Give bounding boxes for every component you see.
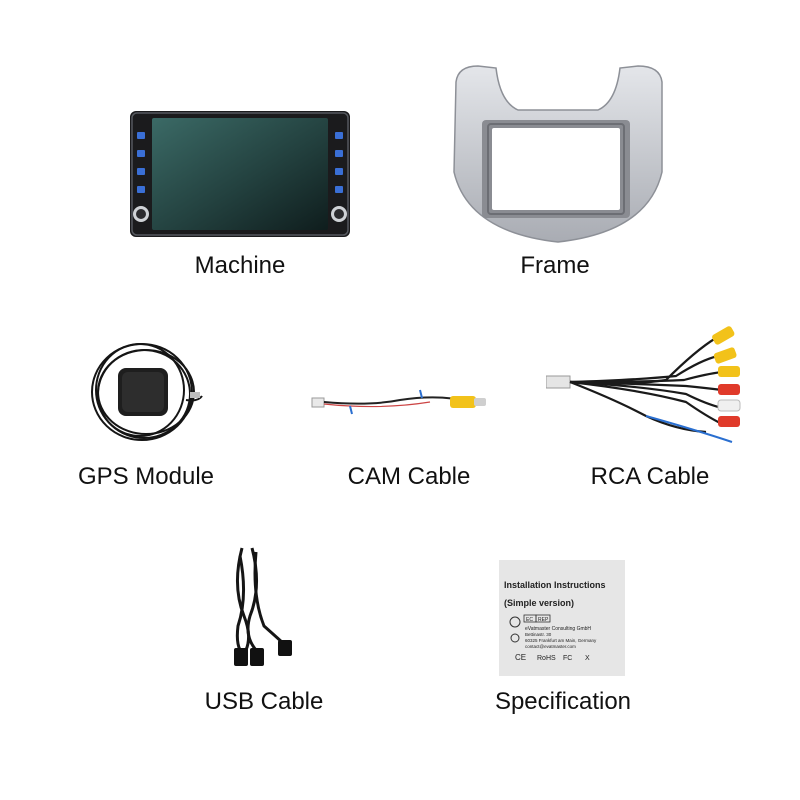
- frame-label: Frame: [520, 252, 590, 279]
- spec-city: 60325 Frankfurt am Main, Germany: [525, 638, 597, 643]
- specification-label: Specification: [494, 688, 632, 715]
- rca-cable-image: [546, 326, 741, 443]
- cam-cable-image: [311, 389, 486, 415]
- spec-mark-ce: CE: [515, 653, 526, 662]
- gps-module-label: GPS Module: [77, 463, 215, 490]
- usb-cable-image: [234, 547, 292, 666]
- spec-email: contact@evatmaster.com: [525, 644, 576, 649]
- gps-module-image: [91, 343, 203, 441]
- usb-cable-label: USB Cable: [204, 688, 324, 715]
- specification-card: Installation Instructions (Simple versio…: [499, 560, 625, 676]
- spec-mark-rohs: RoHS: [537, 655, 556, 662]
- spec-company: eVatmaster Consulting GmbH: [525, 626, 591, 632]
- machine-image: [130, 111, 350, 237]
- recycle-icon: [510, 633, 520, 643]
- cam-cable-label: CAM Cable: [347, 463, 471, 490]
- frame-image: [453, 65, 663, 243]
- rca-cable-label: RCA Cable: [590, 463, 710, 490]
- spec-ec: EC: [526, 617, 533, 623]
- spec-mark-weee: X: [585, 655, 590, 662]
- machine-label: Machine: [194, 252, 286, 279]
- spec-rep: REP: [538, 617, 549, 623]
- spec-mark-fc: FC: [563, 655, 572, 662]
- spec-subtitle: (Simple version): [504, 598, 574, 608]
- spec-title: Installation Instructions: [504, 580, 606, 590]
- spec-street: Bettinastr. 30: [525, 632, 552, 637]
